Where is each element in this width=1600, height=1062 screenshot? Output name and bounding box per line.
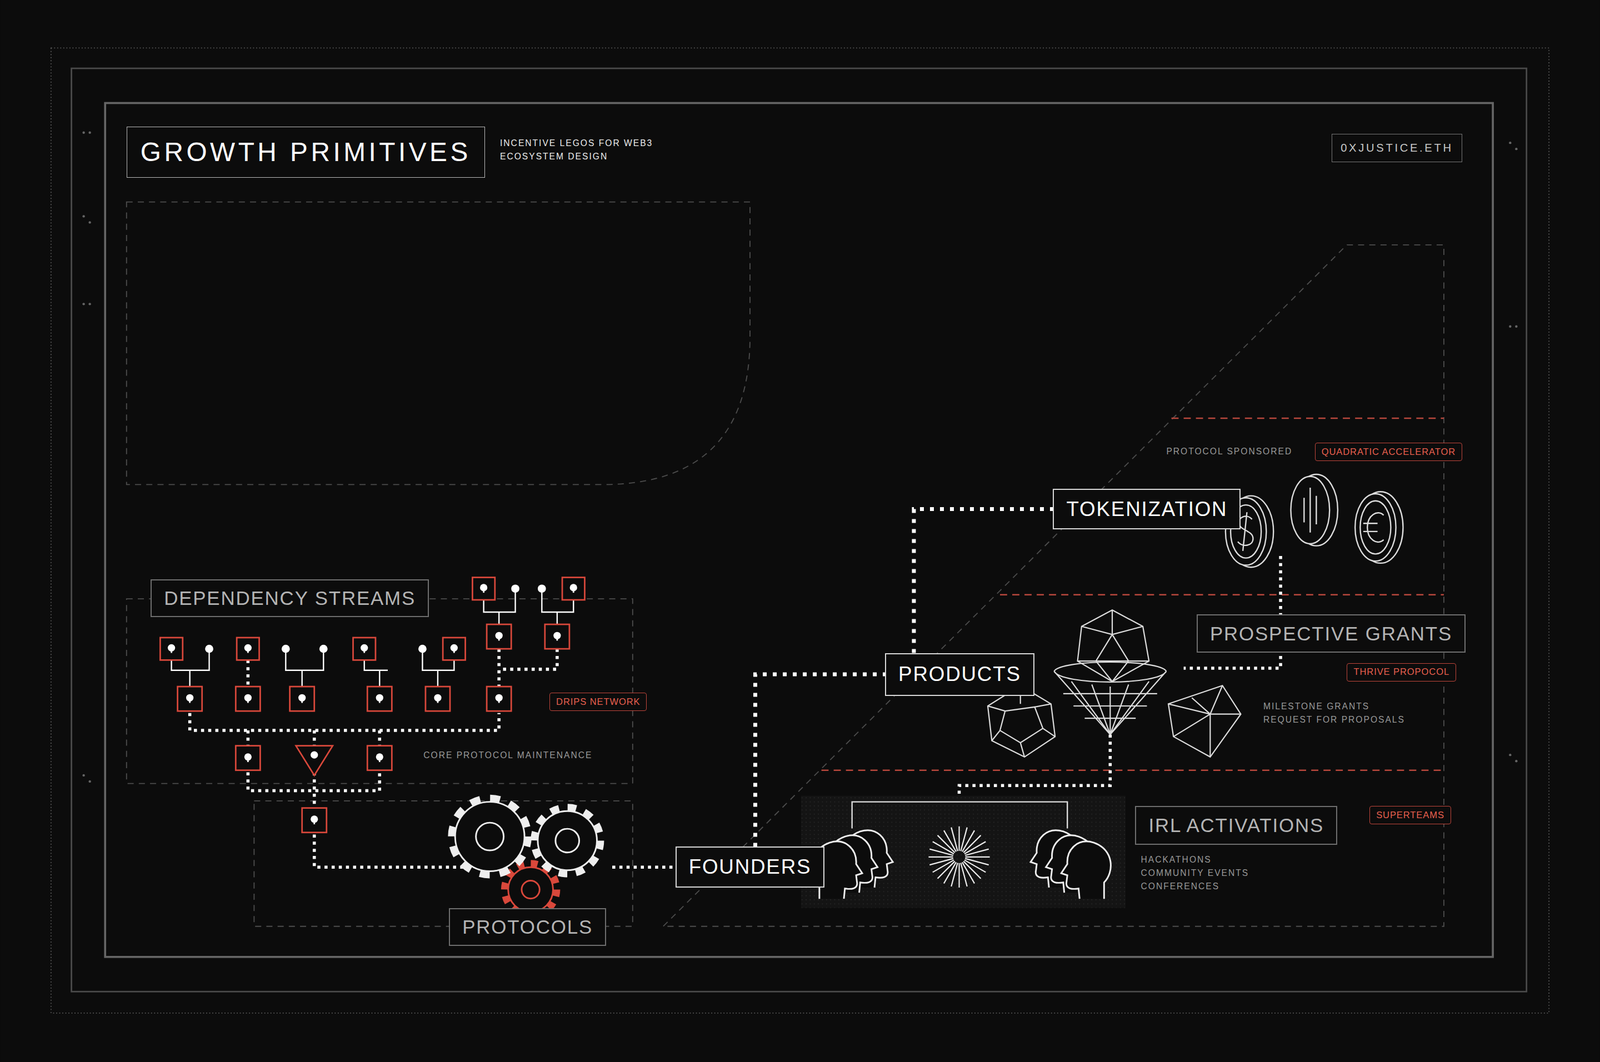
section-box: DEPENDENCY STREAMS bbox=[150, 579, 429, 618]
note-label: HACKATHONS COMMUNITY EVENTS CONFERENCES bbox=[1140, 853, 1269, 894]
title-box: GROWTH PRIMITIVES bbox=[126, 126, 485, 178]
node-text: DEPENDENCY STREAMS bbox=[163, 587, 416, 610]
node-text: PROTOCOLS bbox=[462, 916, 593, 939]
node-text: PRODUCTS bbox=[898, 662, 1022, 687]
tag-box: QUADRATIC ACCELERATOR bbox=[1315, 442, 1463, 462]
stage-box: FOUNDERS bbox=[675, 846, 825, 888]
stage-box: PRODUCTS bbox=[885, 653, 1035, 697]
section-box: PROSPECTIVE GRANTS bbox=[1196, 614, 1466, 654]
node-text: PROSPECTIVE GRANTS bbox=[1210, 622, 1453, 645]
tag-box: SUPERTEAMS bbox=[1369, 806, 1452, 825]
note-label: PROTOCOL SPONSORED bbox=[1166, 445, 1309, 459]
node-text: QUADRATIC ACCELERATOR bbox=[1321, 446, 1456, 458]
section-box: IRL ACTIVATIONS bbox=[1135, 806, 1338, 845]
signature-box: 0XJUSTICE.ETH bbox=[1331, 133, 1463, 163]
subtitle: INCENTIVE LEGOS FOR WEB3 ECOSYSTEM DESIG… bbox=[500, 136, 669, 164]
title-text: GROWTH PRIMITIVES bbox=[140, 136, 472, 168]
tag-box: THRIVE PROPOCOL bbox=[1346, 663, 1457, 682]
node-text: TOKENIZATION bbox=[1066, 497, 1228, 522]
section-box: PROTOCOLS bbox=[448, 908, 607, 947]
dotted-connector bbox=[913, 509, 1054, 654]
node-text: SUPERTEAMS bbox=[1376, 810, 1445, 822]
node-text: FOUNDERS bbox=[688, 855, 812, 879]
node-text: IRL ACTIVATIONS bbox=[1148, 814, 1324, 837]
node-text: THRIVE PROPOCOL bbox=[1353, 666, 1450, 678]
note-label: MILESTONE GRANTS REQUEST FOR PROPOSALS bbox=[1263, 700, 1417, 727]
tag-box: DRIPS NETWORK bbox=[549, 692, 647, 712]
dotted-connector bbox=[755, 674, 885, 847]
note-label: CORE PROTOCOL MAINTENANCE bbox=[423, 748, 618, 763]
node-text: DRIPS NETWORK bbox=[556, 696, 640, 708]
stage-box: TOKENIZATION bbox=[1052, 488, 1241, 530]
node-text: 0XJUSTICE.ETH bbox=[1340, 141, 1454, 155]
